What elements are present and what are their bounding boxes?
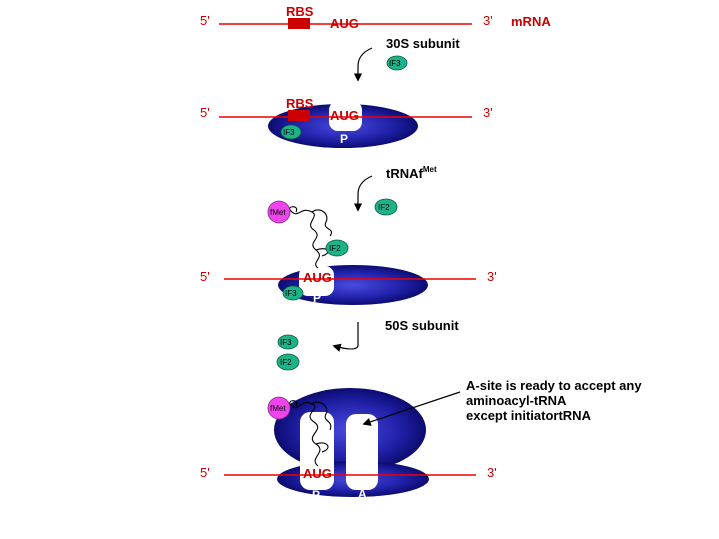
- a-site-pocket: [346, 414, 378, 490]
- initiator-trna: [289, 206, 332, 269]
- if2-released: [276, 353, 300, 371]
- annotation-arrow: [362, 391, 461, 426]
- step-arrow: [332, 322, 359, 352]
- p-site-pocket: [300, 412, 334, 490]
- fmet-amino-acid: [267, 200, 291, 224]
- p-site-label: P: [313, 291, 321, 305]
- rbs-box: [288, 18, 310, 29]
- five-prime-label: 5': [200, 13, 210, 28]
- if3-factor: [386, 55, 408, 71]
- step-50s: 50S subunit IF3 IF2: [276, 318, 459, 371]
- if2-label: IF2: [329, 244, 341, 253]
- annotation-line-2: aminoacyl-tRNA: [466, 393, 567, 408]
- if3-label: IF3: [280, 338, 292, 347]
- stage-30s-initiation-complex: 5' AUG 3' fMet IF2 IF3 P: [200, 200, 497, 305]
- three-prime-label: 3': [487, 269, 497, 284]
- step-30s-label: 30S subunit: [386, 36, 460, 51]
- trna-superscript: Met: [423, 165, 437, 174]
- if3-factor: [282, 285, 304, 301]
- mrna-label: mRNA: [511, 14, 551, 29]
- if2-factor: [374, 198, 398, 216]
- if3-label: IF3: [283, 128, 295, 137]
- three-prime-label: 3': [483, 13, 493, 28]
- aug-codon-label: AUG: [330, 16, 359, 31]
- step-trna-label: tRNAfMet: [386, 165, 437, 181]
- aug-codon-label: AUG: [303, 270, 332, 285]
- a-site-label: A: [358, 487, 367, 501]
- rbs-box: [288, 110, 310, 121]
- fmet-label: fMet: [270, 404, 286, 413]
- five-prime-label: 5': [200, 465, 210, 480]
- if3-label: IF3: [389, 59, 401, 68]
- five-prime-label: 5': [200, 269, 210, 284]
- rbs-label: RBS: [286, 96, 314, 111]
- five-prime-label: 5': [200, 105, 210, 120]
- step-50s-label: 50S subunit: [385, 318, 459, 333]
- stage-30s-complex: 5' RBS AUG 3' IF3 P: [200, 96, 493, 148]
- fmet-label: fMet: [270, 208, 286, 217]
- step-arrow: [353, 175, 373, 212]
- step-trna: tRNAfMet IF2: [353, 165, 437, 216]
- three-prime-label: 3': [487, 465, 497, 480]
- if3-released: [277, 334, 299, 350]
- p-site-pocket: [299, 266, 334, 296]
- step-30s: 30S subunit IF3: [353, 36, 460, 82]
- if2-label: IF2: [280, 358, 292, 367]
- aug-codon-label: AUG: [303, 466, 332, 481]
- step-arrow: [353, 47, 373, 82]
- if2-factor: [325, 239, 349, 257]
- if2-label: IF2: [378, 203, 390, 212]
- annotation-line-3: except initiatortRNA: [466, 408, 592, 423]
- p-site-pocket: [329, 101, 362, 131]
- stage-mrna: 5' RBS AUG 3' mRNA: [200, 4, 551, 31]
- a-site-annotation: A-site is ready to accept any aminoacyl-…: [362, 378, 642, 426]
- stage-70s-complex: 5' AUG 3' fMet P A: [200, 388, 497, 502]
- p-site-label: P: [340, 132, 348, 146]
- fmet-amino-acid: [267, 396, 291, 420]
- initiator-trna: [289, 400, 332, 467]
- if3-factor: [280, 124, 302, 140]
- aug-codon-label: AUG: [330, 108, 359, 123]
- p-site-label: P: [312, 488, 320, 502]
- if3-label: IF3: [285, 289, 297, 298]
- trna-base-text: tRNAf: [386, 166, 423, 181]
- three-prime-label: 3': [483, 105, 493, 120]
- rbs-label: RBS: [286, 4, 314, 19]
- annotation-line-1: A-site is ready to accept any: [466, 378, 642, 393]
